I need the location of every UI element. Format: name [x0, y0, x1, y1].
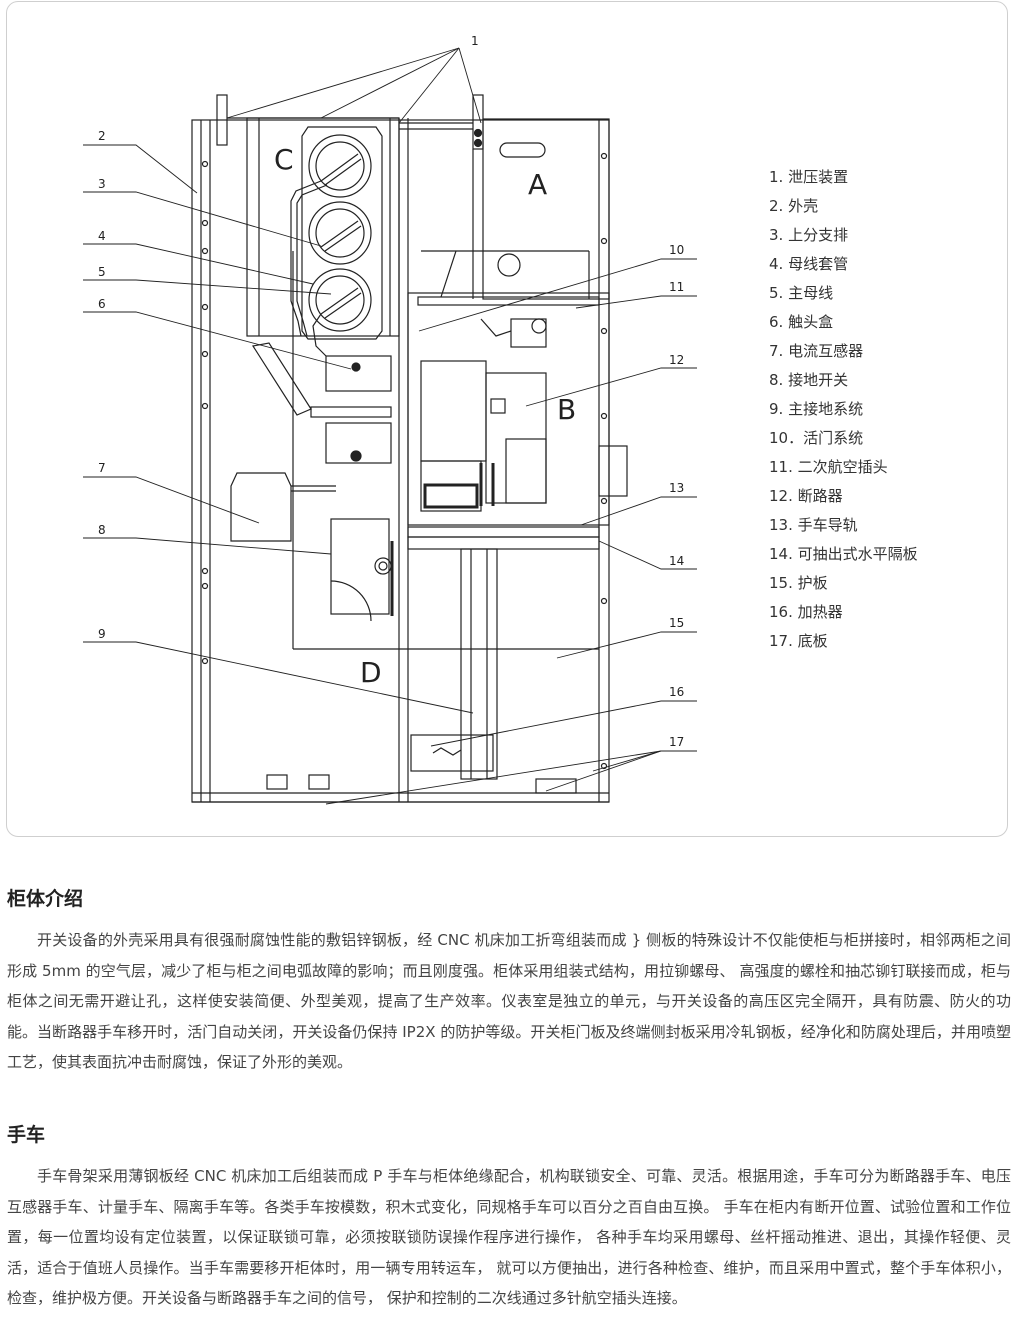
- callout-10: 10: [669, 243, 684, 257]
- section-body-cabinet: 开关设备的外壳采用具有很强耐腐蚀性能的敷铝锌钢板，经 CNC 机床加工折弯组装而…: [7, 931, 1011, 1071]
- legend-item: 15. 护板: [769, 574, 828, 592]
- callout-2: 2: [98, 129, 106, 143]
- callout-leaders: [83, 47, 697, 805]
- legend-item: 4. 母线套管: [769, 255, 849, 273]
- component-legend: 1. 泄压装置 2. 外壳 3. 上分支排 4. 母线套管 5. 主母线 6. …: [769, 163, 918, 656]
- callout-17: 17: [669, 735, 684, 749]
- section-body-trolley: 手车骨架采用薄钢板经 CNC 机床加工后组装而成 P 手车与柜体绝缘配合，机构联…: [7, 1167, 1011, 1307]
- legend-item: 1. 泄压装置: [769, 168, 849, 186]
- diagram-panel: 1 2 3 4 5 6 7 8 9 10 11 12 13 14 15 16 1…: [6, 1, 1008, 837]
- compartment-b-label: B: [557, 393, 576, 426]
- legend-item: 5. 主母线: [769, 284, 834, 302]
- compartment-labels: A B C D: [274, 143, 576, 689]
- legend-item: 8. 接地开关: [769, 371, 849, 389]
- callout-numbers: 1 2 3 4 5 6 7 8 9 10 11 12 13 14 15 16 1…: [98, 34, 684, 749]
- legend-item: 11. 二次航空插头: [769, 458, 888, 476]
- compartment-c-label: C: [274, 143, 294, 176]
- callout-3: 3: [98, 177, 106, 191]
- callout-13: 13: [669, 481, 684, 495]
- callout-9: 9: [98, 627, 106, 641]
- legend-item: 14. 可抽出式水平隔板: [769, 545, 918, 563]
- callout-8: 8: [98, 523, 106, 537]
- compartment-d-label: D: [360, 656, 382, 689]
- switchgear-section-drawing: 1 2 3 4 5 6 7 8 9 10 11 12 13 14 15 16 1…: [83, 34, 697, 805]
- legend-item: 7. 电流互感器: [769, 342, 864, 360]
- callout-14: 14: [669, 554, 684, 568]
- legend-item: 6. 触头盒: [769, 313, 834, 331]
- callout-6: 6: [98, 297, 106, 311]
- callout-4: 4: [98, 229, 106, 243]
- callout-12: 12: [669, 353, 684, 367]
- legend-item: 13. 手车导轨: [769, 516, 858, 534]
- legend-item: 9. 主接地系统: [769, 400, 864, 418]
- callout-1: 1: [471, 34, 479, 48]
- legend-item: 10．活门系统: [769, 429, 864, 447]
- callout-15: 15: [669, 616, 684, 630]
- legend-item: 16. 加热器: [769, 603, 843, 621]
- compartment-a-label: A: [528, 168, 547, 201]
- section-title-trolley: 手车: [7, 1124, 46, 1146]
- callout-11: 11: [669, 280, 684, 294]
- legend-item: 3. 上分支排: [769, 226, 849, 244]
- callout-7: 7: [98, 461, 106, 475]
- callout-16: 16: [669, 685, 684, 699]
- section-title-cabinet: 柜体介绍: [7, 888, 84, 910]
- legend-item: 12. 断路器: [769, 487, 843, 505]
- legend-item: 2. 外壳: [769, 197, 819, 215]
- legend-item: 17. 底板: [769, 632, 828, 650]
- callout-5: 5: [98, 265, 106, 279]
